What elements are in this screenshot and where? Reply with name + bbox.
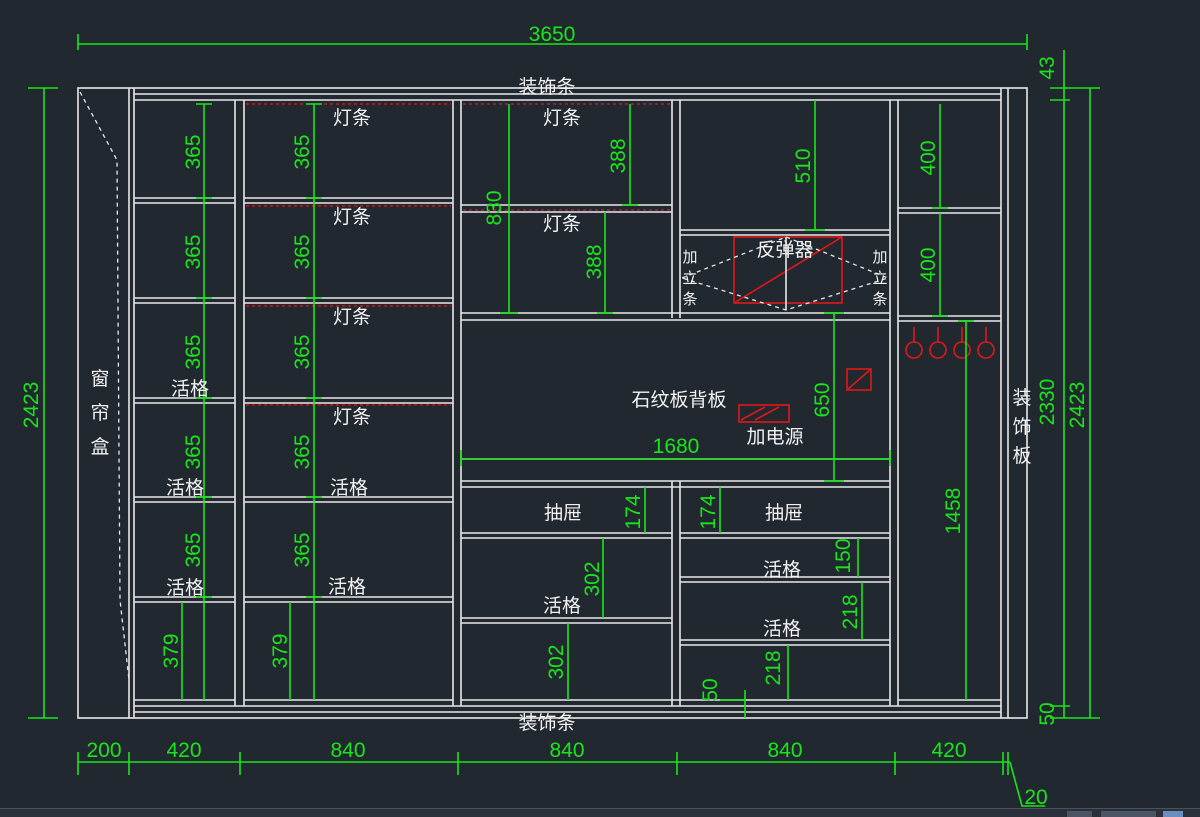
dim-650: 650	[811, 382, 834, 417]
dim-50: 50	[699, 678, 722, 701]
svg-text:条: 条	[872, 290, 887, 308]
dim-379: 379	[160, 633, 183, 668]
svg-text:条: 条	[682, 290, 697, 308]
svg-text:活格: 活格	[171, 378, 209, 400]
svg-text:帘: 帘	[90, 402, 109, 424]
label-drawer: 抽屉	[544, 502, 582, 524]
label-power-outlet: 加电源	[746, 426, 803, 448]
dim-total-height-left: 2423	[20, 382, 43, 429]
dim-365: 365	[291, 532, 314, 567]
cabinet-frame	[77, 87, 1028, 719]
dim-510: 510	[792, 148, 815, 183]
svg-text:加: 加	[682, 248, 697, 266]
dimension-lines	[28, 34, 1100, 807]
svg-text:活格: 活格	[166, 577, 204, 599]
dim-174: 174	[697, 494, 720, 529]
label-trim-panel: 装 饰 板	[1012, 387, 1031, 467]
dim-365: 365	[291, 334, 314, 369]
dim-365: 365	[291, 134, 314, 169]
dim-365: 365	[291, 434, 314, 469]
dim-bottom-840b: 840	[549, 739, 584, 762]
dim-end-gap: 20	[1024, 786, 1047, 808]
svg-text:活格: 活格	[763, 618, 801, 640]
dim-top-gap: 43	[1036, 56, 1059, 79]
svg-text:板: 板	[1012, 445, 1031, 467]
dim-inner-height: 2330	[1036, 379, 1059, 426]
svg-text:活格: 活格	[328, 576, 366, 598]
dim-365: 365	[182, 134, 205, 169]
column5-dims: 400 400 1458	[917, 140, 965, 534]
dim-388: 388	[583, 244, 606, 279]
dim-bottom-840a: 840	[330, 739, 365, 762]
svg-text:活格: 活格	[763, 559, 801, 581]
dim-218: 218	[839, 594, 862, 629]
svg-text:立: 立	[682, 269, 697, 287]
svg-text:灯条: 灯条	[333, 406, 371, 428]
column2-dims: 365 365 365 365 365 379	[269, 134, 314, 668]
adjustable-shelf-labels: 活格 活格 活格 活格 活格 活格 活格 活格	[166, 378, 801, 640]
dim-302: 302	[545, 644, 568, 679]
dim-1680: 1680	[653, 435, 700, 458]
svg-text:灯条: 灯条	[333, 206, 371, 228]
dim-1458: 1458	[942, 488, 965, 535]
dim-bottom-gap: 50	[1036, 702, 1059, 725]
dim-302: 302	[581, 561, 604, 596]
shelves	[134, 103, 1001, 701]
dim-365: 365	[182, 334, 205, 369]
dim-400: 400	[917, 140, 940, 175]
dim-174: 174	[622, 494, 645, 529]
dim-bottom-840c: 840	[767, 739, 802, 762]
svg-text:加: 加	[872, 248, 887, 266]
svg-text:装: 装	[1012, 387, 1031, 409]
column1-dims: 365 365 365 365 365 379	[160, 134, 205, 668]
svg-text:窗: 窗	[90, 368, 109, 390]
dim-bottom-420: 420	[166, 739, 201, 762]
svg-text:活格: 活格	[166, 477, 204, 499]
svg-text:活格: 活格	[543, 595, 581, 617]
svg-text:立: 立	[872, 269, 887, 287]
status-bar	[0, 808, 1200, 817]
svg-text:灯条: 灯条	[543, 107, 581, 129]
dim-total-width: 3650	[529, 23, 576, 46]
dim-400: 400	[917, 247, 940, 282]
svg-text:盒: 盒	[90, 436, 109, 458]
dim-379: 379	[269, 633, 292, 668]
column4-dims: 510 650 174 150 218 218 50	[697, 148, 862, 701]
label-trim-top: 装饰条	[518, 76, 575, 98]
dim-365: 365	[182, 434, 205, 469]
rebounder-symbol	[681, 236, 890, 311]
dim-218: 218	[762, 650, 785, 685]
power-outlet-symbol	[738, 368, 872, 423]
status-button[interactable]	[1101, 811, 1156, 817]
dim-365: 365	[182, 532, 205, 567]
svg-text:灯条: 灯条	[543, 213, 581, 235]
dim-bottom-200: 200	[86, 739, 121, 762]
dim-830: 830	[483, 190, 506, 225]
light-strip-labels: 灯条 灯条 灯条 灯条 灯条 灯条	[333, 107, 581, 428]
dim-365: 365	[291, 234, 314, 269]
label-trim-bottom: 装饰条	[518, 712, 575, 734]
hanger-hooks	[905, 327, 995, 359]
label-curtain-box: 窗 帘 盒	[90, 368, 109, 458]
label-drawer: 抽屉	[765, 502, 803, 524]
label-rebounder: 反弹器	[756, 239, 813, 261]
svg-text:灯条: 灯条	[333, 306, 371, 328]
status-button-active[interactable]	[1163, 811, 1183, 817]
label-vertical-strip-right: 加 立 条	[872, 248, 887, 308]
dim-365: 365	[182, 234, 205, 269]
svg-text:饰: 饰	[1012, 416, 1031, 438]
status-button[interactable]	[1067, 811, 1092, 817]
column3-dims: 830 388 388 174 302 302	[483, 138, 645, 679]
dim-388: 388	[607, 138, 630, 173]
dim-bottom-420b: 420	[931, 739, 966, 762]
label-vertical-strip-left: 加 立 条	[682, 248, 697, 308]
svg-text:灯条: 灯条	[333, 107, 371, 129]
dim-total-height-right: 2423	[1066, 382, 1089, 429]
dim-150: 150	[832, 538, 855, 573]
svg-text:活格: 活格	[330, 477, 368, 499]
label-stone-back-panel: 石纹板背板	[631, 389, 726, 411]
